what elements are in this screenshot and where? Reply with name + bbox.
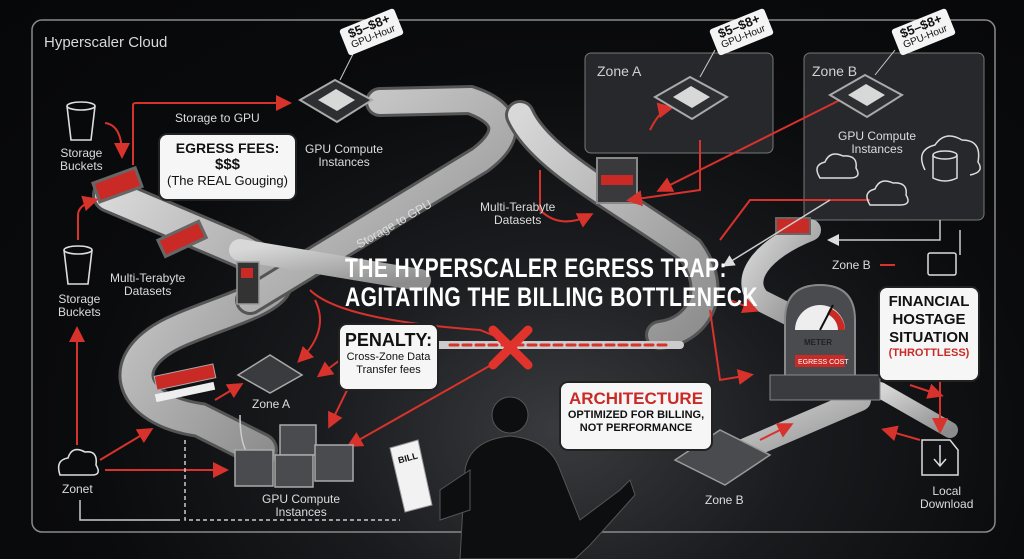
architecture-heading: ARCHITECTURE [568,389,704,408]
white-arrows [79,199,961,521]
zone-a-small-label: Zone A [252,397,291,411]
frame-title: Hyperscaler Cloud [44,34,168,51]
businessman-silhouette [439,396,636,559]
gpu-chip-icon [828,73,904,119]
egress-fees-callout: EGRESS FEES: $$$ (The REAL Gouging) [160,135,295,199]
bill-icon [389,439,433,513]
storage-bucket-icon [63,245,93,285]
gpu-compute-label: GPU Compute Instances [305,142,384,169]
cloud-icon [816,153,859,179]
toll-gates [90,157,811,403]
penalty-callout: PENALTY: Cross-Zone Data Transfer fees [340,325,437,389]
cloud-database-icon [920,135,981,182]
gpu-chip-icon [653,75,729,121]
storage-to-gpu-label: Storage to GPU [175,111,260,125]
egress-subtext: (The REAL Gouging) [167,173,288,188]
gpu-cluster-icon [234,424,354,488]
architecture-body: OPTIMIZED FOR BILLING, NOT PERFORMANCE [567,409,705,434]
zone-a-chip-icon [236,354,304,394]
title-line-2: AGITATING THE BILLING BOTTLENECK [345,282,758,312]
meter-label: METER [804,338,832,347]
gpu-chip-icon [298,78,374,124]
storage-bucket-icon [66,101,96,141]
architecture-callout: ARCHITECTURE OPTIMIZED FOR BILLING, NOT … [561,383,711,449]
storage-buckets-label: Storage Buckets [60,146,103,173]
hostage-heading: FINANCIAL HOSTAGE SITUATION [888,293,970,346]
hostage-sub: (THROTTLESS) [888,347,970,359]
cloud-icon [57,448,100,476]
gpu-compute-zone-b-label: GPU Compute Instances [838,129,917,156]
penalty-body: Cross-Zone Data Transfer fees [346,351,431,376]
zone-a-title: Zone A [597,63,642,79]
zone-b-bottom-label: Zone B [705,493,744,507]
data-pipelines [92,84,958,471]
local-download-label: Local Download [920,484,974,511]
blocked-x-icon [488,325,533,370]
local-download-icon [921,439,959,476]
multi-terabyte-label: Multi-Terabyte Datasets [110,271,186,298]
penalty-heading: PENALTY: [344,330,433,350]
egress-heading: EGRESS FEES: [175,140,280,156]
billing-meter-icon [769,283,881,401]
cloud-icon [866,180,909,206]
title-line-1: THE HYPERSCALER EGRESS TRAP: [345,253,727,283]
zone-b-title: Zone B [812,63,858,79]
zonet-label: Zonet [62,482,93,496]
financial-hostage-callout: FINANCIAL HOSTAGE SITUATION (THROTTLESS) [880,288,978,380]
page-title: THE HYPERSCALER EGRESS TRAP: AGITATING T… [345,254,758,312]
sd-card-icon [927,252,957,276]
zone-b-mid-label: Zone B [832,258,871,272]
flow-arrows [69,95,948,478]
egress-cost-label: EGRESS COST [798,359,849,366]
storage-buckets-label: Storage Buckets [58,292,101,319]
egress-dollars: $$$ [214,156,241,173]
multi-terabyte-label: Multi-Terabyte Datasets [480,200,556,227]
gpu-compute-bottom-label: GPU Compute Instances [262,492,341,519]
